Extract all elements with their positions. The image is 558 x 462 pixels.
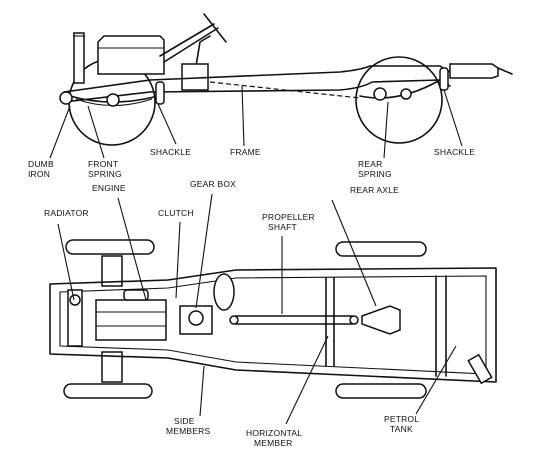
gear-lever: [195, 35, 211, 67]
plan-frame-outer: [49, 267, 497, 383]
plan-view: [49, 239, 497, 399]
plan-wheel-rear-right: [335, 383, 427, 399]
plan-wheel-rear-left: [335, 241, 427, 257]
label-clutch: CLUTCH: [158, 208, 194, 218]
label-engine: ENGINE: [92, 183, 126, 193]
rear-spring-side: [359, 79, 441, 99]
plan-steering-wheel: [213, 273, 235, 311]
plan-wheel-front-left: [65, 239, 155, 255]
rear-shackle: [439, 67, 449, 91]
radiator-post: [73, 32, 85, 84]
plan-differential: [361, 305, 401, 335]
steering-column: [163, 27, 219, 63]
front-shackle: [155, 81, 165, 105]
label-shackle-rear: SHACKLE: [434, 147, 475, 157]
plan-front-spring-right: [101, 351, 123, 383]
label-shackle-front: SHACKLE: [150, 147, 191, 157]
engine-block-side: [97, 35, 165, 75]
plan-petrol-tank: [467, 353, 493, 385]
plan-engine: [95, 299, 167, 341]
propeller-shaft-side: [209, 81, 361, 99]
steering-wheel-side: [203, 13, 227, 43]
label-rear-axle: REAR AXLE: [350, 185, 399, 195]
label-gear-box: GEAR BOX: [190, 179, 236, 189]
frame-side-top: [63, 65, 451, 93]
rear-wheel: [355, 56, 443, 144]
side-view: [59, 13, 513, 146]
rear-tail: [449, 63, 499, 79]
dumb-iron: [59, 91, 73, 105]
plan-wheel-front-right: [63, 383, 153, 399]
label-frame: FRAME: [230, 147, 261, 157]
plan-front-spring-left: [101, 255, 123, 287]
label-radiator: RADIATOR: [44, 208, 89, 218]
